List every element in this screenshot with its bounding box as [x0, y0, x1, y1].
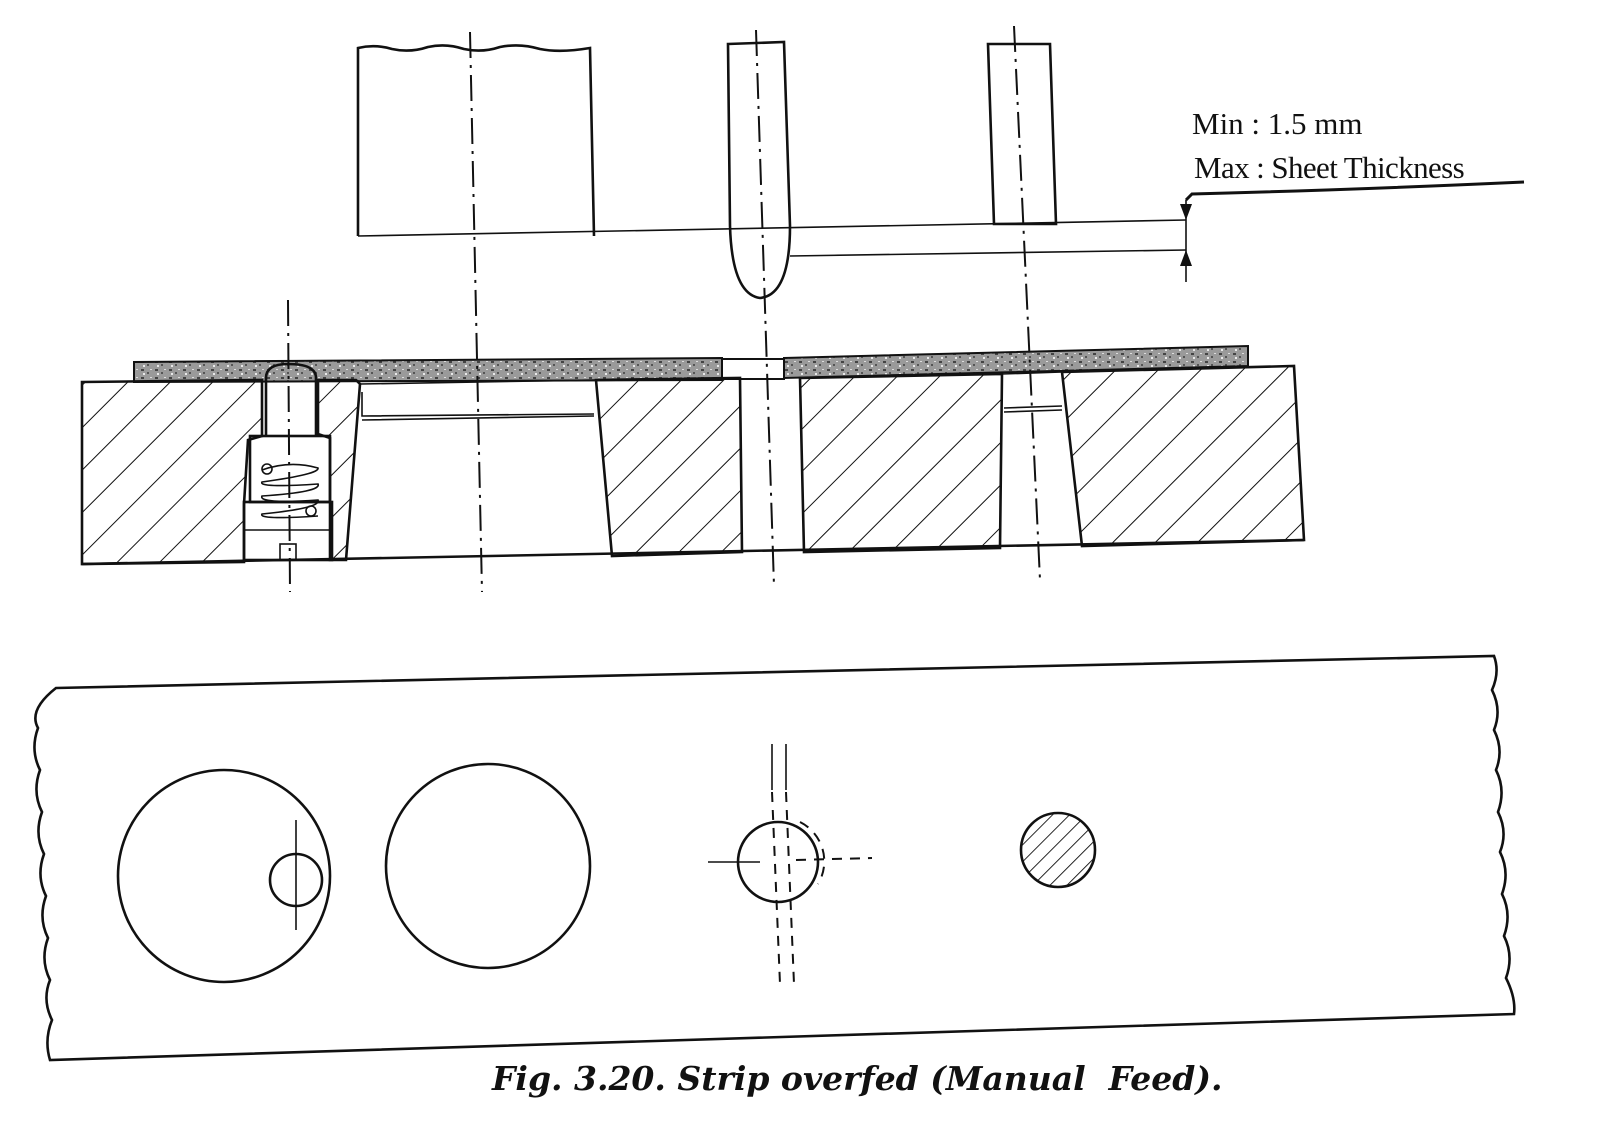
centre-lines — [287, 25, 1041, 593]
dimension-arrow-down — [1180, 250, 1192, 266]
blanked-hole-with-pilot — [116, 768, 332, 984]
pilot-reference-line — [789, 249, 1187, 257]
pilot-position — [708, 744, 873, 985]
punch-assembly: Min : 1.5 mm Max : Sheet Thickness — [356, 40, 1525, 300]
die-section-left — [80, 378, 264, 566]
blanked-hole — [384, 762, 592, 970]
die-section-between-stop-and-opening — [316, 378, 362, 562]
die-section-center-left — [594, 376, 744, 558]
pierce-die-opening — [1001, 371, 1063, 413]
punch-face-line — [357, 219, 1187, 237]
pilot-punch — [726, 40, 792, 300]
die-section-right — [1060, 364, 1306, 548]
strip-outline — [33, 654, 1516, 1062]
stop-pin-screw — [279, 543, 297, 561]
blanking-punch — [356, 44, 596, 237]
strip-pierced-hole — [721, 358, 785, 380]
min-label: Min : 1.5 mm — [1192, 106, 1363, 141]
pierced-hole-hatched — [1019, 811, 1097, 889]
spring-coils — [261, 463, 319, 519]
max-label: Max : Sheet Thickness — [1194, 150, 1464, 185]
piercing-punch — [986, 42, 1058, 226]
leader-line — [1184, 180, 1525, 202]
strip-plan-view — [33, 654, 1516, 1062]
dimension-arrow-up — [1180, 204, 1192, 220]
figure-caption: Fig. 3.20. Strip overfed (Manual Feed). — [491, 1059, 1222, 1098]
pilot-die-hole — [739, 377, 805, 553]
die-section-center-right — [798, 372, 1004, 554]
